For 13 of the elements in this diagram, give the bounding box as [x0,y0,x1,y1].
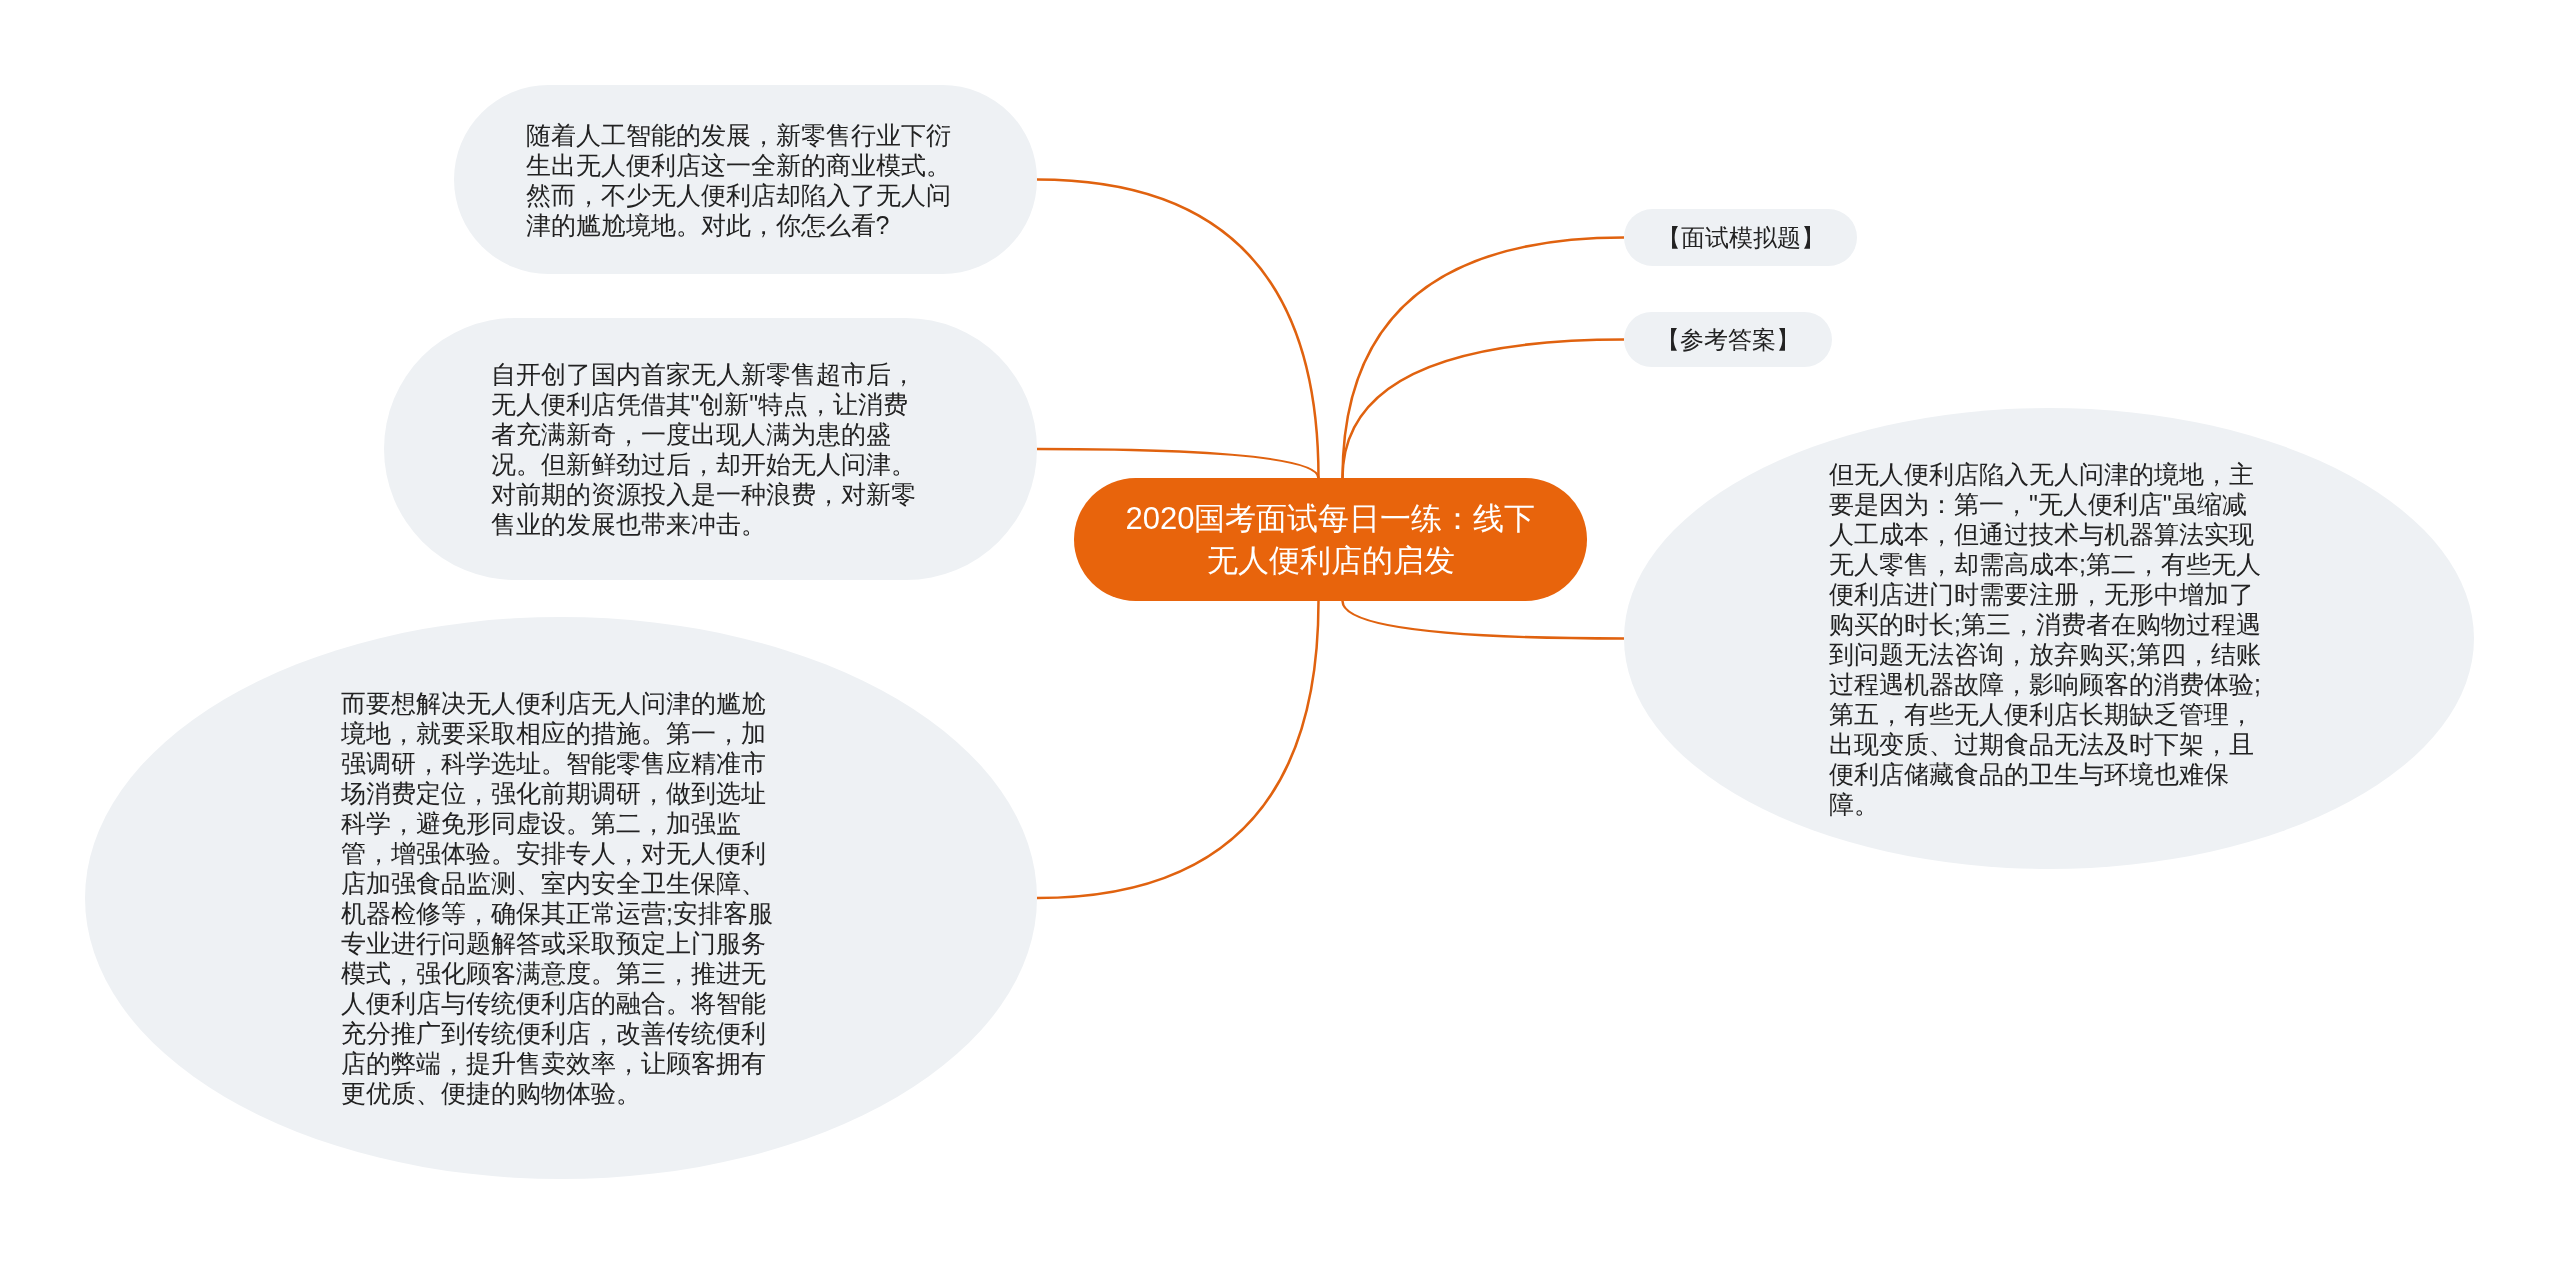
node-text: 2020国考面试每日一练：线下无人便利店的启发 [1124,499,1537,580]
node-text: 但无人便利店陷入无人问津的境地，主要是因为：第一，"无人便利店"虽缩减人工成本，但通过技术与机器算法实现无人零售，却需高成本;第二，有些无人便利店进门时需要注册，无形中增加了购买的时长;第三，消费者在购物过程遇到问题无法咨询，放弃购买;第四，结账过程遇机器故障，影响顾客的消费体验;第五，有些无人便利店长期缺乏管理，出现变质、过期食品无法及时下架，且便利店储藏食品的卫生与环境也难保障。 [1829,458,2262,819]
connector-line [1341,338,1625,479]
node-text: 而要想解决无人便利店无人问津的尴尬境地，就要采取相应的措施。第一，加强调研，科学选址。智能零售应精准市场消费定位，强化前期调研，做到选址科学，避免形同虚设。第二，加强监管，增强体验。安排专人，对无人便利店加强食品监测、室内安全卫生保障、机器检修等，确保其正常运营;安排客服专业进行问题解答或采取预定上门服务模式，强化顾客满意度。第三，推进无人便利店与传统便利店的融合。将智能充分推广到传统便利店，改善传统便利店的弊端，提升售卖效率，让顾客拥有更优质、便捷的购物体验。 [341,688,774,1108]
connector-line [1341,600,1624,640]
node-text: 自开创了国内首家无人新零售超市后，无人便利店凭借其"创新"特点，让消费者充满新奇，一度出现人满为患的盛况。但新鲜劲过后，却开始无人问津。对前期的资源投入是一种浪费，对新零售业的发展也带来冲击。 [490,359,917,539]
node-text: 随着人工智能的发展，新零售行业下衍生出无人便利店这一全新的商业模式。然而，不少无人便利店却陷入了无人问津的尴尬境地。对此，你怎么看? [525,119,952,240]
connector-line [1037,447,1320,479]
topic-pill [1624,209,1857,266]
node-text: 【面试模拟题】 [1656,222,1825,253]
node-text: 【参考答案】 [1656,324,1800,355]
connector-line [1036,178,1320,479]
connector-line [1036,600,1320,900]
